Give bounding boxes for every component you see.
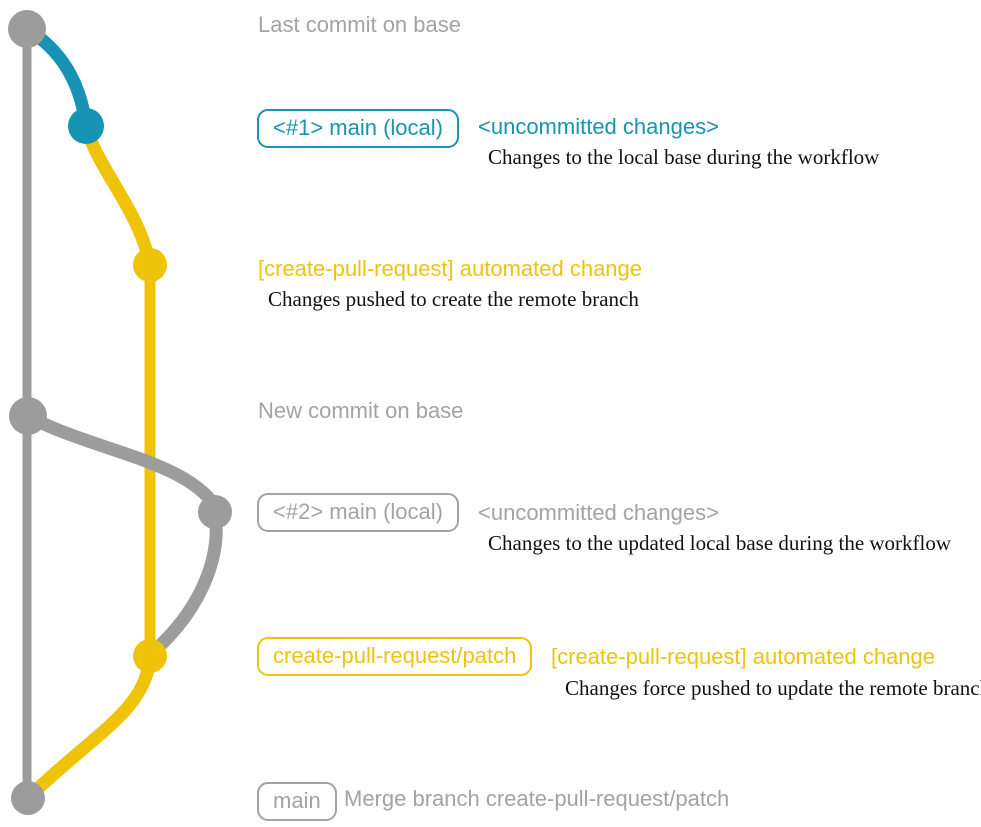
branch-badge-create-pull-request-patch: create-pull-request/patch bbox=[257, 637, 533, 677]
status-uncommitted-changes-1: <uncommitted changes> bbox=[478, 114, 719, 139]
caption-local-base-changes-2: Changes to the updated local base during… bbox=[488, 531, 952, 555]
commit-dot-merge-commit bbox=[11, 781, 45, 815]
annotation-last-commit-on-base: Last commit on base bbox=[258, 12, 461, 37]
caption-local-base-changes-1: Changes to the local base during the wor… bbox=[488, 145, 880, 169]
edge-local1-to-patch1 bbox=[79, 119, 157, 271]
commit-dot-automated-change-2 bbox=[133, 639, 167, 673]
commit-message-automated-change-1: [create-pull-request] automated change bbox=[258, 256, 643, 281]
commit-message-automated-change-2: [create-pull-request] automated change bbox=[551, 644, 936, 669]
caption-merge-branch: Merge branch create-pull-request/patch bbox=[344, 786, 730, 811]
commit-dot-base-tip bbox=[8, 10, 46, 48]
status-uncommitted-changes-2: <uncommitted changes> bbox=[478, 500, 719, 525]
annotation-new-commit-on-base: New commit on base bbox=[258, 398, 464, 423]
commit-dot-base-new-commit bbox=[9, 397, 47, 435]
commit-dot-local-1 bbox=[68, 108, 104, 144]
branch-badge-main-local-1: <#1> main (local) bbox=[257, 109, 459, 149]
commit-dot-automated-change-1 bbox=[133, 248, 167, 282]
caption-force-push-remote-branch: Changes force pushed to update the remot… bbox=[565, 676, 981, 700]
edge-patch2-to-merge bbox=[22, 650, 157, 804]
commit-graph bbox=[8, 10, 232, 815]
caption-push-create-remote-branch: Changes pushed to create the remote bran… bbox=[268, 287, 639, 311]
edge-newbase-to-local2 bbox=[21, 409, 222, 513]
edge-local2-to-patch2 bbox=[146, 506, 223, 659]
branch-badge-main: main bbox=[257, 782, 337, 822]
branch-badge-main-local-2: <#2> main (local) bbox=[257, 493, 459, 533]
commit-dot-local-2 bbox=[198, 495, 232, 529]
